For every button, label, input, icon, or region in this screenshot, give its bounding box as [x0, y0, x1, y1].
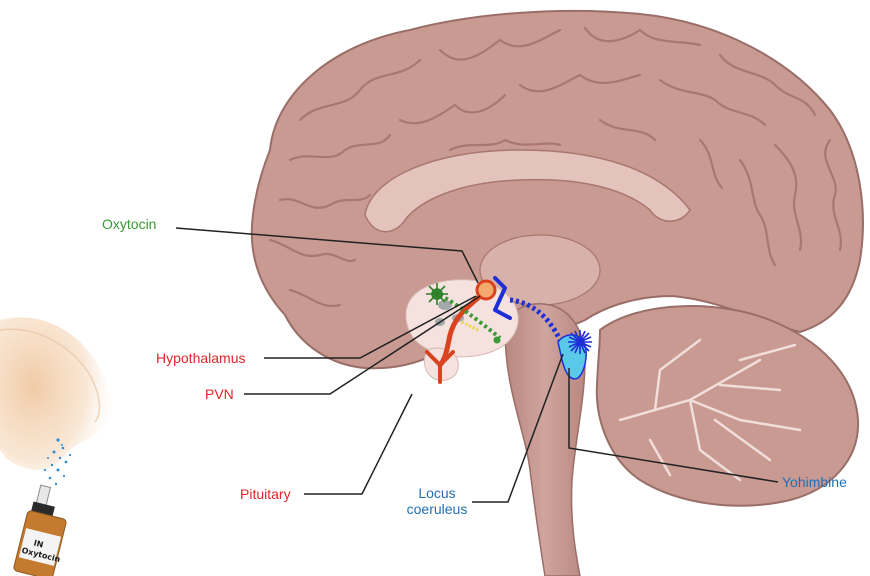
label-locus-coeruleus: Locus coeruleus	[404, 485, 470, 517]
yohimbine-burst	[568, 330, 592, 354]
label-pvn: PVN	[205, 386, 234, 402]
pituitary-leader	[304, 394, 412, 494]
label-pituitary: Pituitary	[240, 486, 291, 502]
oxytocin-target-dot	[494, 337, 501, 344]
label-locus-line2: coeruleus	[404, 501, 470, 517]
nasal-spray-bottle: IN Oxytocin	[13, 485, 67, 576]
label-oxytocin: Oxytocin	[102, 216, 156, 232]
label-locus-line1: Locus	[404, 485, 470, 501]
oxytocin-molecule	[426, 283, 448, 305]
face-profile	[0, 317, 110, 470]
label-hypothalamus: Hypothalamus	[156, 350, 246, 366]
label-yohimbine: Yohimbine	[782, 474, 847, 490]
